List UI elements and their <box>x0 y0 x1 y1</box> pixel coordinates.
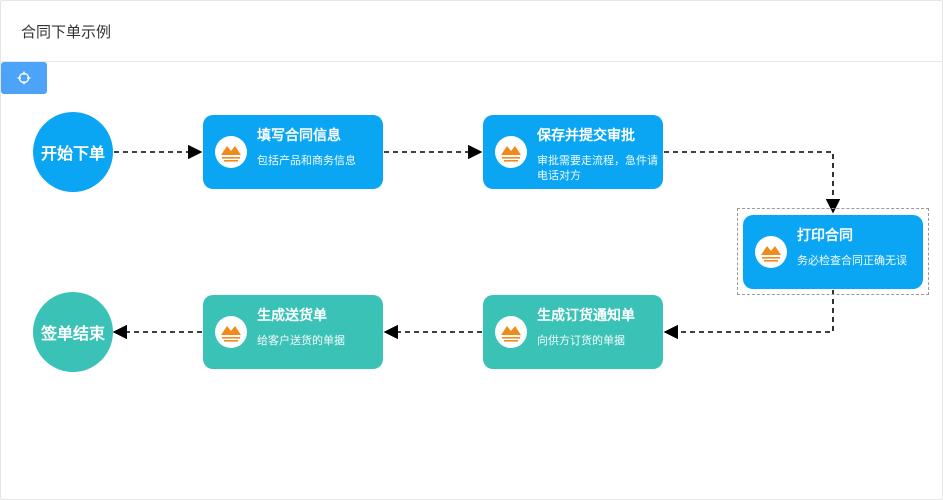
mountain-logo-icon <box>495 316 527 348</box>
node-title: 生成订货通知单 <box>537 308 635 324</box>
node-title: 打印合同 <box>797 228 853 244</box>
node-submit-approval[interactable]: 保存并提交审批 审批需要走流程，急件请电话对方 <box>483 115 663 189</box>
node-description: 包括产品和商务信息 <box>257 154 356 167</box>
aim-icon <box>17 71 31 85</box>
mountain-logo-icon <box>495 136 527 168</box>
node-description: 给客户送货的单据 <box>257 334 345 347</box>
node-title: 保存并提交审批 <box>537 128 635 144</box>
start-node[interactable]: 开始下单 <box>33 112 113 192</box>
edge-submit-to-print <box>664 151 841 214</box>
edge-print-to-order <box>663 290 834 340</box>
page-title: 合同下单示例 <box>21 23 112 41</box>
aim-button[interactable] <box>1 62 47 94</box>
mountain-logo-icon <box>215 136 247 168</box>
end-node-label: 签单结束 <box>40 324 105 343</box>
node-description: 向供方订货的单据 <box>537 334 625 347</box>
node-title: 填写合同信息 <box>257 128 341 144</box>
node-fill-contract[interactable]: 填写合同信息 包括产品和商务信息 <box>203 115 383 189</box>
node-order-notice[interactable]: 生成订货通知单 向供方订货的单据 <box>483 295 663 369</box>
node-print-contract[interactable]: 打印合同 务必检查合同正确无误 <box>743 215 923 289</box>
end-node[interactable]: 签单结束 <box>33 292 113 372</box>
page-header: 合同下单示例 <box>1 1 942 62</box>
mountain-logo-icon <box>755 236 787 268</box>
start-node-label: 开始下单 <box>40 144 105 163</box>
node-delivery-note[interactable]: 生成送货单 给客户送货的单据 <box>203 295 383 369</box>
node-title: 生成送货单 <box>257 308 327 324</box>
node-description: 务必检查合同正确无误 <box>797 254 907 267</box>
mountain-logo-icon <box>215 316 247 348</box>
node-description: 审批需要走流程，急件请电话对方 <box>537 154 658 182</box>
selection-outline <box>737 208 929 295</box>
